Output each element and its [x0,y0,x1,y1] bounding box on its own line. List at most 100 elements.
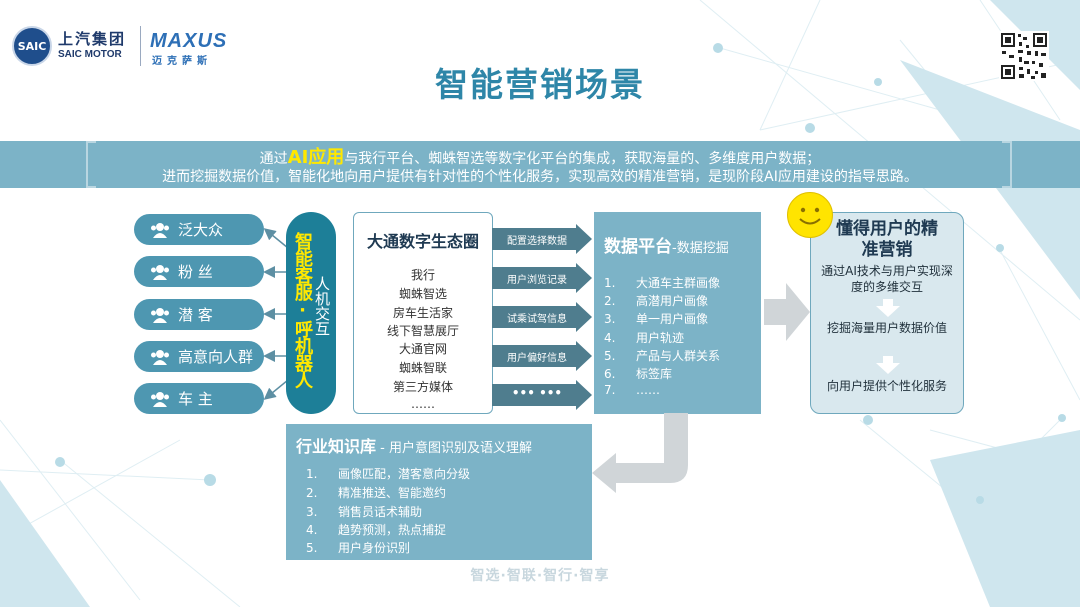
curved-return-arrow-icon [592,413,688,493]
platform-item-text: 产品与人群关系 [636,349,721,363]
down-arrow-icon [876,299,900,317]
audience-label: 潜 客 [178,306,213,324]
industry-item: 1. 画像匹配，潜客意向分级 [306,465,470,482]
audience-label: 车 主 [178,390,213,408]
data-flow-label: 试乘试驾信息 [507,314,567,325]
precision-step: 向用户提供个性化服务 [826,379,947,393]
down-arrow-icon [876,356,900,374]
ecosystem-item: 我行 [410,268,435,282]
platform-item-number: 1. [604,276,616,290]
ecosystem-item: 第三方媒体 [392,380,453,394]
audience-label: 泛大众 [178,221,224,239]
banner-line-2: 进而挖掘数据价值，智能化地向用户提供有针对性的个性化服务，实现高效的精准营销，是… [162,169,918,185]
smiley-face-icon [787,192,833,238]
data-flow-label: 用户偏好信息 [507,353,567,364]
platform-item: 6. 标签库 [604,365,672,382]
ecosystem-item: …… [411,397,435,411]
platform-item-text: …… [636,383,660,397]
maxus-logo: MAXUS [150,30,228,52]
data-flow-arrow [492,224,592,254]
logo-divider [140,26,141,66]
ecosystem-box [353,212,493,414]
data-platform-title-main: 数据平台 [604,237,672,257]
audience-connectors [263,228,289,400]
platform-item-text: 标签库 [636,367,673,381]
banner-bracket-right [1002,141,1012,188]
platform-item: 7. …… [604,383,660,397]
precision-title-line2: 准营销 [861,240,913,260]
chatbot-capsule [286,212,336,414]
platform-item-text: 高潜用户画像 [636,294,709,308]
smiley-face-graphic [799,207,821,225]
data-platform-title: 数据平台-数据挖掘 [604,232,729,257]
audience-pill-general-public: 泛大众 [134,214,264,245]
platform-item-number: 5. [604,349,616,363]
saic-name-cn: 上汽集团 [58,30,127,48]
qr-code-icon [999,31,1049,81]
industry-item-number: 4. [306,523,318,537]
data-platform-box [594,212,761,414]
industry-item-text: 销售员话术辅助 [338,505,423,519]
platform-item-number: 3. [604,312,616,326]
platform-item: 5. 产品与人群关系 [604,347,720,364]
banner-bracket-left [86,141,96,188]
ecosystem-title: 大通数字生态圈 [366,232,479,251]
industry-item: 3. 销售员话术辅助 [306,503,422,520]
precision-title-line1: 懂得用户的精 [836,219,938,239]
ecosystem-item: 房车生活家 [392,306,453,320]
big-right-arrow-icon [764,283,810,341]
industry-item: 2.精准推送、智能邀约 [306,484,446,501]
precision-marketing-title: 懂得用户的精准营销 [810,219,964,261]
audience-label: 高意向人群 [178,348,254,366]
chatbot-subtitle: 人机交互 [313,276,331,336]
industry-knowledge-box [286,424,592,560]
industry-item: 4. 趋势预测，热点捕捉 [306,521,446,538]
data-flow-arrow [492,341,592,371]
industry-item-text: 画像匹配，潜客意向分级 [338,467,471,481]
audience-pill-prospects: 潜 客 [134,299,264,330]
ecosystem-item: 蜘蛛智选 [398,287,447,301]
audience-pill-high-intent: 高意向人群 [134,341,264,372]
platform-item-text: 大通车主群画像 [636,276,721,290]
data-flow-label: ••• ••• [511,386,563,400]
platform-item-number: 2. [604,294,616,308]
platform-item-text: 用户轨迹 [636,331,685,345]
user-group-icon [151,349,169,365]
precision-step: 通过AI技术与用户实现深度的多维交互 [821,264,953,294]
saic-logo-icon: SAIC [12,26,52,66]
precision-step: 挖掘海量用户数据价值 [826,321,947,335]
platform-item: 3.单一用户画像 [604,310,708,327]
industry-item-number: 3. [306,505,318,519]
ecosystem-item: 线下智慧展厅 [386,324,459,338]
page-title: 智能营销场景 [435,65,645,104]
ecosystem-item: 大通官网 [398,342,447,356]
chatbot-title: 智能客服·呼机器人 [292,232,313,388]
data-flow-label: 配置选择数据 [507,236,567,247]
industry-title: 行业知识库 - 用户意图识别及语义理解 [296,433,532,457]
brand-logos: SAIC 上汽集团 SAIC MOTOR MAXUS 迈克萨斯 [12,24,262,68]
data-flow-arrow [492,302,592,332]
banner-line-1: 通过AI应用与我行平台、蜘蛛智选等数字化平台的集成，获取海量的、多维度用户数据； [0,143,1080,169]
industry-item-number: 5. [306,541,318,555]
data-platform-subtitle: -数据挖掘 [672,241,729,256]
platform-item-number: 4. [604,331,616,345]
footer-slogan: 智选·智联·智行·智享 [470,568,610,584]
saic-name-en: SAIC MOTOR [58,49,122,60]
platform-item-number: 7. [604,383,616,397]
industry-item-text: 精准推送、智能邀约 [338,486,447,500]
industry-item-text: 趋势预测，热点捕捉 [338,523,447,537]
banner-line-1-suffix: 与我行平台、蜘蛛智选等数字化平台的集成，获取海量的、多维度用户数据； [344,151,821,167]
audience-pill-owners: 车 主 [134,383,264,414]
industry-item: 5. 用户身份识别 [306,539,410,556]
ecosystem-item: 蜘蛛智联 [398,361,447,375]
user-group-icon [151,307,169,323]
platform-item: 4. 用户轨迹 [604,329,684,346]
data-flow-arrow [492,380,592,410]
user-group-icon [151,222,169,238]
audience-label: 粉 丝 [178,263,213,281]
banner-ai-highlight: AI应用 [287,147,345,168]
industry-item-text: 用户身份识别 [338,541,411,555]
industry-title-main: 行业知识库 [296,437,377,456]
industry-item-number: 1. [306,467,318,481]
platform-item-number: 6. [604,367,616,381]
